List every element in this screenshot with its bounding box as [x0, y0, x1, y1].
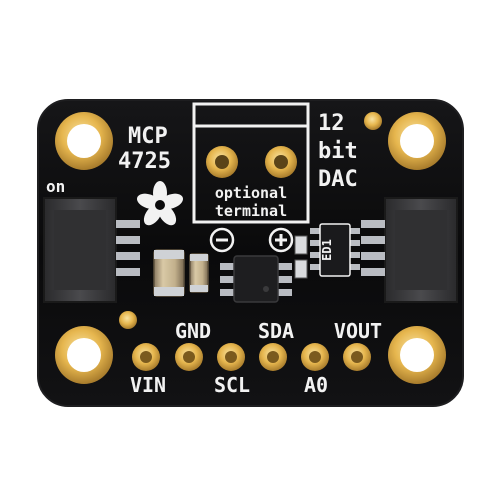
header-pad-vin — [132, 343, 160, 371]
pin-label-scl: SCL — [214, 373, 250, 397]
via-bottom-left — [119, 311, 137, 329]
silk-spec-line3: DAC — [318, 167, 358, 192]
terminal-pad-left — [206, 146, 238, 178]
mounting-hole-bottom-left — [55, 326, 113, 384]
pin-label-vin: VIN — [130, 373, 166, 397]
pin-label-vout: VOUT — [334, 319, 382, 343]
passive-component — [294, 235, 308, 255]
header-pad-vout — [343, 343, 371, 371]
silk-title-line1: MCP — [128, 124, 168, 149]
header-pad-gnd — [175, 343, 203, 371]
silk-terminal-line1: optional — [215, 184, 287, 202]
stemma-connector-left — [43, 197, 140, 303]
silk-spec-line1: 12 — [318, 111, 345, 136]
silk-spec-line2: bit — [318, 139, 358, 164]
capacitor-small — [189, 253, 209, 293]
stemma-connector-right — [361, 197, 458, 303]
flower-logo-icon — [136, 181, 184, 226]
via-top-right — [364, 112, 382, 130]
mounting-hole-top-left — [55, 112, 113, 170]
terminal-block-outline — [192, 102, 310, 224]
silk-power-label: on — [46, 177, 65, 196]
plus-symbol — [268, 227, 294, 253]
mounting-hole-bottom-right — [388, 326, 446, 384]
silk-terminal-line2: terminal — [215, 202, 287, 220]
ic-marking: ED1 — [320, 239, 334, 261]
header-pad-a0 — [301, 343, 329, 371]
pin-label-a0: A0 — [304, 373, 328, 397]
minus-symbol — [209, 227, 235, 253]
silk-title-line2: 4725 — [118, 149, 171, 174]
header-pad-scl — [217, 343, 245, 371]
dac-chip — [220, 255, 292, 303]
mounting-hole-top-right — [388, 112, 446, 170]
terminal-pad-right — [265, 146, 297, 178]
header-pad-sda — [259, 343, 287, 371]
level-shifter-chip: ED1 — [310, 223, 360, 277]
pin-label-sda: SDA — [258, 319, 294, 343]
pin-label-gnd: GND — [175, 319, 211, 343]
passive-component — [294, 259, 308, 279]
capacitor-large — [153, 249, 185, 297]
pcb-board — [37, 99, 464, 407]
